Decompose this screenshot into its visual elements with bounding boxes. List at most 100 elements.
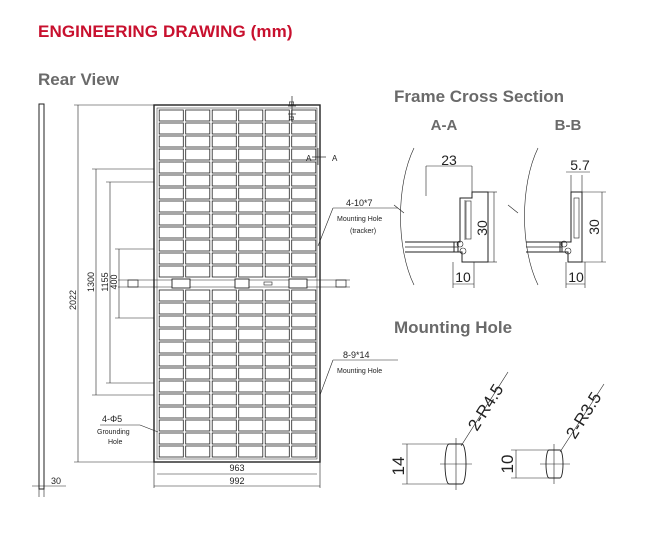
mounting-hole-heading: Mounting Hole xyxy=(394,318,513,337)
tracker-hole-label: (tracker) xyxy=(350,228,376,235)
solar-cell xyxy=(185,148,211,161)
solar-cell xyxy=(158,174,184,187)
solar-cell xyxy=(158,315,184,328)
solar-cell xyxy=(264,432,290,445)
solar-cell xyxy=(211,161,237,174)
aa-bottom-dim: 10 xyxy=(455,269,471,285)
tracker-hole-label: Mounting Hole xyxy=(337,216,382,223)
solar-cell xyxy=(211,341,237,354)
solar-cell xyxy=(264,213,290,226)
solar-cell xyxy=(238,226,264,239)
solar-cell xyxy=(264,445,290,458)
solar-cell xyxy=(291,419,317,432)
solar-cell xyxy=(291,328,317,341)
depth-dim-label: 30 xyxy=(51,476,61,486)
solar-cell xyxy=(291,252,317,265)
solar-cell xyxy=(158,239,184,252)
solar-cell xyxy=(211,432,237,445)
solar-cell xyxy=(185,174,211,187)
solar-cell xyxy=(291,122,317,135)
solar-cell xyxy=(291,302,317,315)
solar-cell xyxy=(211,135,237,148)
solar-cell xyxy=(211,419,237,432)
solar-cell xyxy=(264,109,290,122)
ground-hole-dim: 4-Φ5 xyxy=(102,414,122,424)
solar-cell xyxy=(238,328,264,341)
solar-cell xyxy=(291,161,317,174)
junction-box xyxy=(234,278,250,289)
solar-cell xyxy=(291,213,317,226)
rear-view-heading: Rear View xyxy=(38,70,119,89)
solar-cell xyxy=(264,187,290,200)
solar-cell xyxy=(238,367,264,380)
section-mark-a: A xyxy=(332,154,338,163)
large-slot-height: 14 xyxy=(389,457,408,476)
section-bb-drawing xyxy=(507,147,606,288)
solar-cell xyxy=(264,289,290,302)
solar-cell xyxy=(264,380,290,393)
solar-cell xyxy=(291,226,317,239)
dim-2022: 2022 xyxy=(68,290,78,310)
solar-cell xyxy=(158,265,184,278)
solar-cell xyxy=(185,354,211,367)
solar-cell xyxy=(264,367,290,380)
solar-cell xyxy=(158,380,184,393)
solar-cell xyxy=(211,367,237,380)
panel-frame xyxy=(153,104,321,463)
solar-cell xyxy=(185,419,211,432)
solar-cell xyxy=(264,315,290,328)
solar-cell xyxy=(185,393,211,406)
solar-cell xyxy=(264,174,290,187)
solar-cell xyxy=(158,161,184,174)
mounting-slot-large xyxy=(402,371,509,490)
solar-cell xyxy=(185,135,211,148)
solar-cell xyxy=(291,239,317,252)
solar-cell xyxy=(238,315,264,328)
solar-cell xyxy=(291,200,317,213)
solar-cell xyxy=(264,419,290,432)
solar-cell xyxy=(264,122,290,135)
dim-1300: 1300 xyxy=(86,272,96,292)
solar-cell xyxy=(264,252,290,265)
solar-cell xyxy=(238,354,264,367)
solar-cell xyxy=(291,135,317,148)
solar-cell xyxy=(185,213,211,226)
solar-cell xyxy=(211,109,237,122)
solar-cell xyxy=(291,354,317,367)
aa-height-dim: 30 xyxy=(474,220,490,236)
solar-cell xyxy=(238,148,264,161)
solar-cell xyxy=(158,135,184,148)
solar-cell xyxy=(185,367,211,380)
solar-cell xyxy=(185,380,211,393)
cell-grid xyxy=(158,109,317,458)
solar-cell xyxy=(291,174,317,187)
solar-cell xyxy=(211,315,237,328)
large-slot-radius: 2-R4.5 xyxy=(464,381,507,434)
solar-cell xyxy=(291,187,317,200)
solar-cell xyxy=(264,239,290,252)
solar-cell xyxy=(211,445,237,458)
dim-1155: 1155 xyxy=(100,272,110,291)
bb-bottom-dim: 10 xyxy=(568,269,584,285)
solar-cell xyxy=(158,328,184,341)
solar-cell xyxy=(185,289,211,302)
solar-cell xyxy=(238,174,264,187)
solar-cell xyxy=(238,393,264,406)
junction-box xyxy=(171,278,191,289)
tracker-hole-dim: 4-10*7 xyxy=(346,198,373,208)
solar-cell xyxy=(238,302,264,315)
solar-cell xyxy=(158,393,184,406)
solar-cell xyxy=(185,445,211,458)
solar-cell xyxy=(291,432,317,445)
solar-cell xyxy=(158,148,184,161)
solar-cell xyxy=(185,406,211,419)
solar-cell xyxy=(238,200,264,213)
dim-992: 992 xyxy=(229,476,244,486)
section-mark-a: A xyxy=(306,154,312,163)
solar-cell xyxy=(238,341,264,354)
solar-cell xyxy=(264,226,290,239)
mounting-slot-small xyxy=(511,383,605,484)
solar-cell xyxy=(264,406,290,419)
section-mark-b: B xyxy=(287,101,294,106)
solar-cell xyxy=(291,109,317,122)
